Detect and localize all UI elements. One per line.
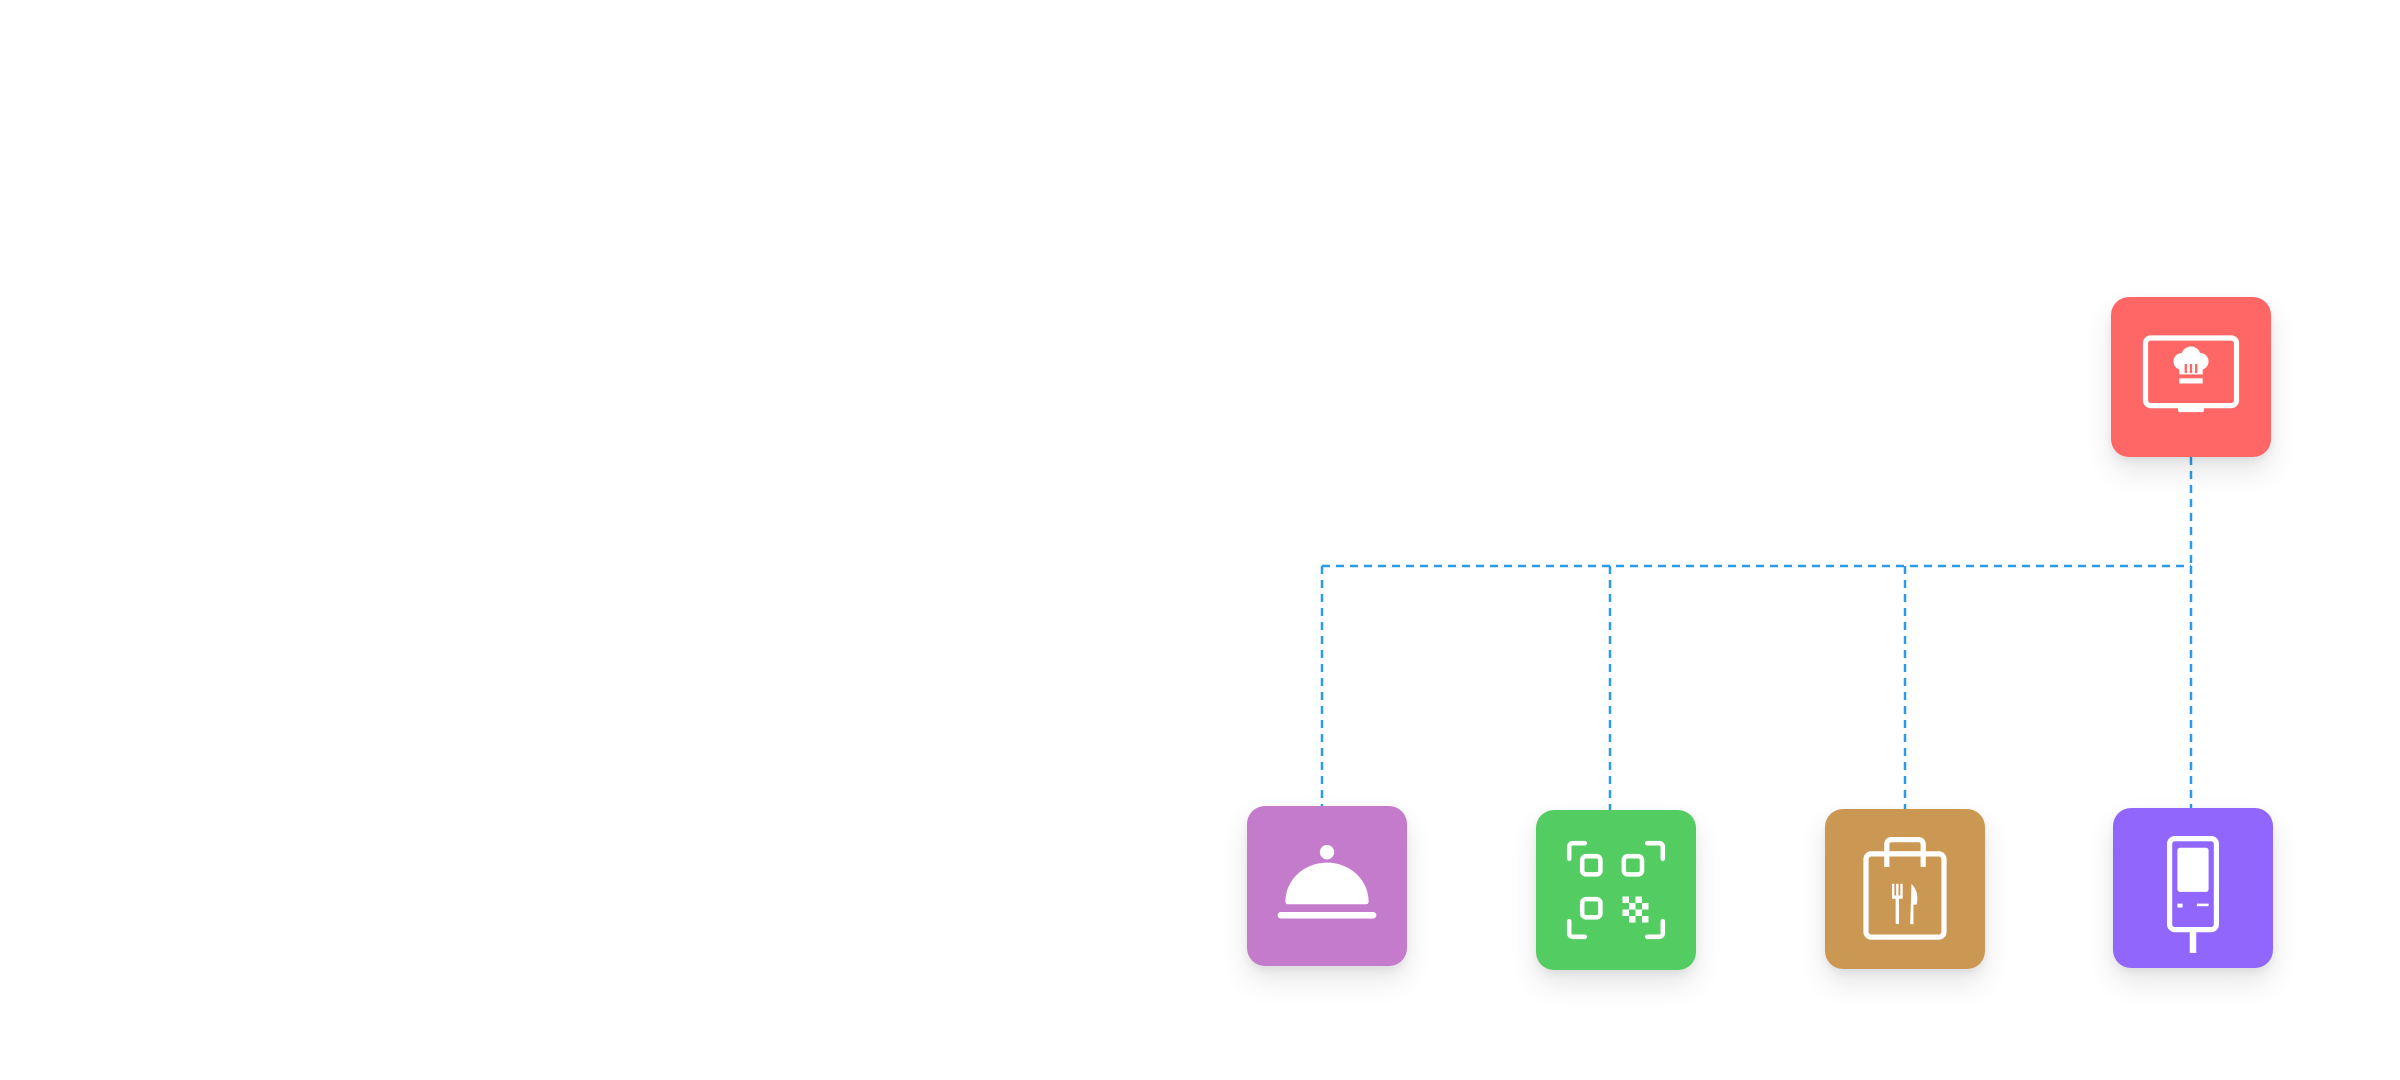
kitchen-display-node[interactable] <box>2111 297 2271 457</box>
qr-ordering-node[interactable] <box>1536 810 1696 970</box>
qr-code-scan-icon <box>1566 840 1666 940</box>
table-service-node[interactable] <box>1247 806 1407 966</box>
takeaway-node[interactable] <box>1825 809 1985 969</box>
kitchen-display-chef-hat-icon <box>2142 335 2240 413</box>
food-cloche-icon <box>1277 845 1377 919</box>
takeaway-bag-icon <box>1863 837 1947 940</box>
self-service-kiosk-icon <box>2167 836 2219 953</box>
self-kiosk-node[interactable] <box>2113 808 2273 968</box>
